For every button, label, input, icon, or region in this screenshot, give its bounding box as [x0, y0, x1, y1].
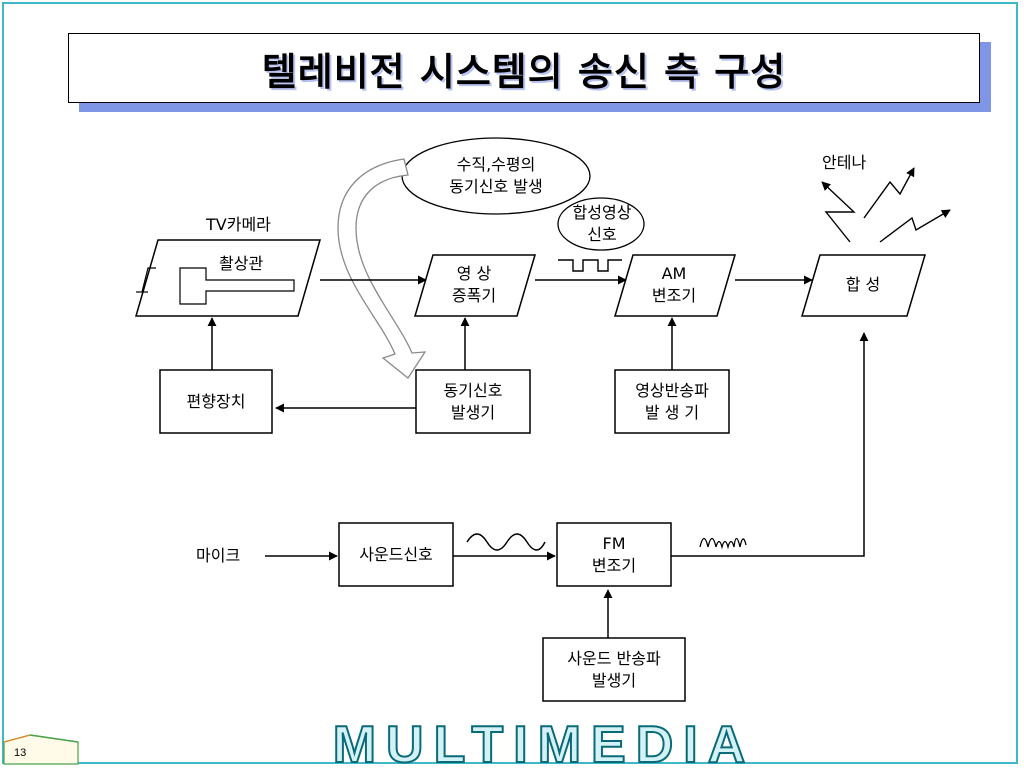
microphone-label: 마이크 — [196, 546, 241, 565]
combine-box — [800, 254, 927, 317]
am-mod-label: AM 변조기 — [651, 264, 697, 305]
camera-label: TV카메라 — [206, 215, 271, 234]
sync-bubble-label: 수직,수평의 동기신호 발생 — [449, 155, 543, 196]
pulse-wave-icon — [558, 259, 622, 272]
antenna-ray-mid — [863, 167, 915, 219]
combine-label: 합 성 — [845, 275, 881, 294]
video-amp-box — [413, 254, 537, 317]
composite-bubble — [557, 197, 645, 251]
composite-bubble-label: 합성영상 신호 — [572, 203, 632, 244]
fm-mod-box — [556, 522, 672, 587]
sync-gen-box — [415, 369, 531, 434]
video-carrier-label: 영상반송파 발 생 기 — [635, 380, 709, 422]
sound-signal-label: 사운드신호 — [359, 544, 433, 564]
sync-gen-label: 동기신호 발생기 — [443, 380, 503, 422]
sound-carrier-box — [542, 637, 686, 702]
video-amp-label: 영 상 증폭기 — [451, 264, 497, 305]
camera-lens — [141, 267, 156, 293]
antenna-label: 안테나 — [822, 153, 867, 172]
pickup-tube-icon — [179, 267, 295, 305]
deflection-box — [159, 369, 273, 434]
camera-box — [135, 239, 321, 317]
page-number: 13 — [14, 747, 27, 759]
sound-carrier-label: 사운드 반송파 발생기 — [567, 648, 661, 690]
multimedia-banner: MULTIMEDIA — [333, 716, 756, 768]
deflection-label: 편향장치 — [186, 391, 246, 411]
video-carrier-box — [614, 369, 730, 434]
fm-wave-icon — [699, 537, 747, 550]
arrow-fm-to-combine — [671, 332, 869, 557]
antenna-ray-left — [821, 181, 856, 243]
sine-wave-icon — [466, 533, 546, 551]
am-mod-box — [613, 254, 737, 317]
antenna-ray-right — [879, 209, 951, 243]
title-box: 텔레비전 시스템의 송신 측 구성 — [68, 33, 980, 103]
pickup-tube-label: 촬상관 — [219, 254, 264, 273]
slide-title: 텔레비전 시스템의 송신 측 구성 — [261, 49, 787, 94]
sound-signal-box — [338, 522, 454, 587]
sync-curved-arrow — [337, 158, 427, 379]
fm-mod-label: FM 변조기 — [591, 533, 637, 575]
